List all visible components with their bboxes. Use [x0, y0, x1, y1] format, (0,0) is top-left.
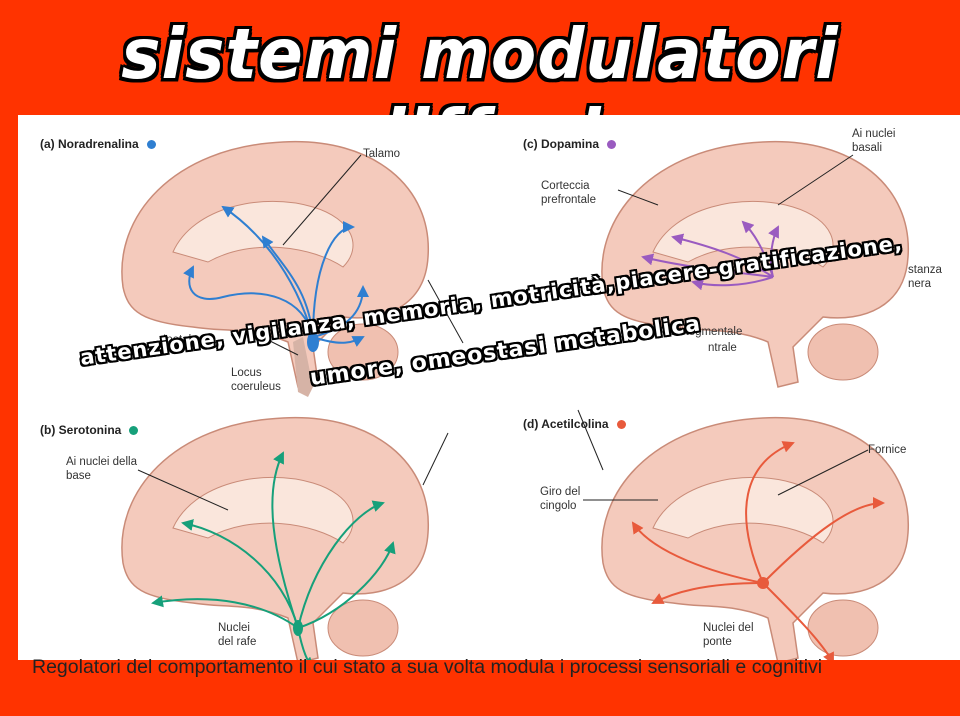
panel-label-b: (b) Serotonina — [40, 423, 139, 437]
figure-panel: (a) Noradrenalina (c) Dopamina (b) Serot… — [18, 115, 960, 660]
label-nuclei-basali: Ai nuclei basali — [852, 128, 896, 154]
serotonina-dot — [129, 426, 139, 436]
dopamina-dot — [607, 140, 617, 150]
label-ponte: Nuclei del ponte — [703, 622, 754, 648]
brain-d — [601, 416, 909, 660]
label-talamo: Talamo — [363, 148, 401, 160]
brain-illustrations — [121, 140, 909, 660]
label-nuclei-base: Ai nuclei della base — [66, 456, 137, 482]
label-nuclei-rafe: Nuclei del rafe — [218, 622, 257, 648]
acetilcolina-dot — [616, 420, 626, 430]
panel-label-a: (a) Noradrenalina — [40, 137, 156, 151]
brain-b — [121, 416, 429, 660]
panel-label-c: (c) Dopamina — [523, 137, 617, 151]
label-ipotalamo: Ipotalamo — [163, 334, 214, 346]
label-locus: Locus coeruleus — [231, 367, 281, 393]
brain-a — [121, 140, 429, 397]
noradrenalina-dot — [146, 140, 156, 150]
label-ventrale: ntrale — [708, 342, 737, 354]
caption: Regolatori del comportamento il cui stat… — [32, 656, 823, 678]
label-corteccia: Corteccia prefrontale — [541, 180, 596, 206]
label-cingolo: Giro del cingolo — [540, 486, 581, 512]
brain-c — [601, 140, 909, 388]
label-sostanza: stanza nera — [908, 264, 942, 290]
label-area: Area tegmentale — [658, 326, 743, 338]
panel-label-d: (d) Acetilcolina — [523, 417, 626, 431]
label-fornice: Fornice — [868, 444, 907, 456]
